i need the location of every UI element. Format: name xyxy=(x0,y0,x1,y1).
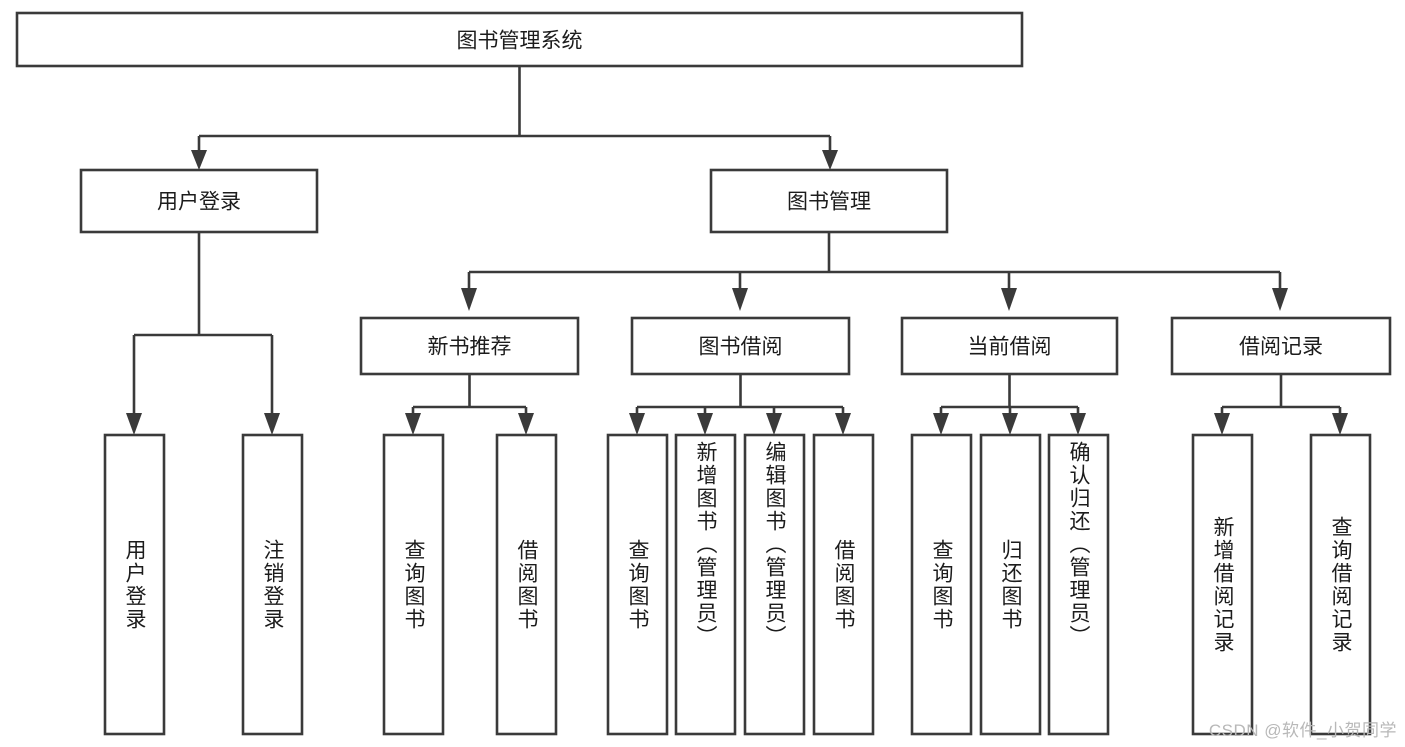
node-leaf-add-book[interactable] xyxy=(674,433,737,736)
node-book-manage-label: 图书管理 xyxy=(787,191,871,214)
node-current-borrow-label: 当前借阅 xyxy=(968,336,1052,359)
arrowhead-leaf-logout-login xyxy=(264,413,280,435)
node-new-book-recommend-label: 新书推荐 xyxy=(428,336,512,359)
node-new-book-recommend[interactable] xyxy=(359,316,580,376)
node-book-manage[interactable] xyxy=(709,168,949,234)
node-leaf-confirm-return[interactable] xyxy=(1047,433,1110,736)
arrowhead-leaf-query-record xyxy=(1332,413,1348,435)
node-leaf-query-record[interactable] xyxy=(1309,433,1372,736)
node-leaf-borrow-book-2[interactable] xyxy=(812,433,875,736)
watermark: CSDN @软件_小贺同学 xyxy=(1208,721,1397,740)
arrowhead-book-borrow xyxy=(732,288,748,311)
arrowhead-leaf-return-book xyxy=(1002,413,1018,435)
arrowhead-user-login xyxy=(191,150,207,170)
arrowhead-leaf-user-login xyxy=(126,413,142,435)
arrowhead-leaf-query-book-3 xyxy=(933,413,949,435)
node-leaf-borrow-book-1[interactable] xyxy=(495,433,558,736)
node-leaf-query-book-3[interactable] xyxy=(910,433,973,736)
node-borrow-record[interactable] xyxy=(1170,316,1392,376)
node-leaf-query-book-1[interactable] xyxy=(382,433,445,736)
node-leaf-add-record[interactable] xyxy=(1191,433,1254,736)
arrowhead-leaf-add-record xyxy=(1214,413,1230,435)
arrowhead-book-manage xyxy=(822,150,838,170)
node-root-label: 图书管理系统 xyxy=(457,30,583,53)
arrowhead-leaf-edit-book xyxy=(766,413,782,435)
arrowhead-leaf-add-book xyxy=(697,413,713,435)
arrowhead-leaf-query-book-1 xyxy=(405,413,421,435)
node-borrow-record-label: 借阅记录 xyxy=(1239,336,1323,359)
node-leaf-edit-book[interactable] xyxy=(743,433,806,736)
arrowhead-new-book-recommend xyxy=(461,288,477,311)
arrowhead-borrow-record xyxy=(1272,288,1288,311)
arrowhead-leaf-confirm-return xyxy=(1070,413,1086,435)
arrowhead-leaf-query-book-2 xyxy=(629,413,645,435)
arrowhead-leaf-borrow-book-2 xyxy=(835,413,851,435)
node-leaf-query-book-2[interactable] xyxy=(606,433,669,736)
node-root[interactable] xyxy=(15,11,1024,68)
node-current-borrow[interactable] xyxy=(900,316,1119,376)
node-user-login-label: 用户登录 xyxy=(157,191,241,214)
node-leaf-user-login[interactable] xyxy=(103,433,166,736)
arrowhead-current-borrow xyxy=(1001,288,1017,311)
node-leaf-return-book[interactable] xyxy=(979,433,1042,736)
arrowhead-leaf-borrow-book-1 xyxy=(518,413,534,435)
node-book-borrow-label: 图书借阅 xyxy=(699,336,783,359)
node-leaf-logout-login[interactable] xyxy=(241,433,304,736)
node-book-borrow[interactable] xyxy=(630,316,851,376)
